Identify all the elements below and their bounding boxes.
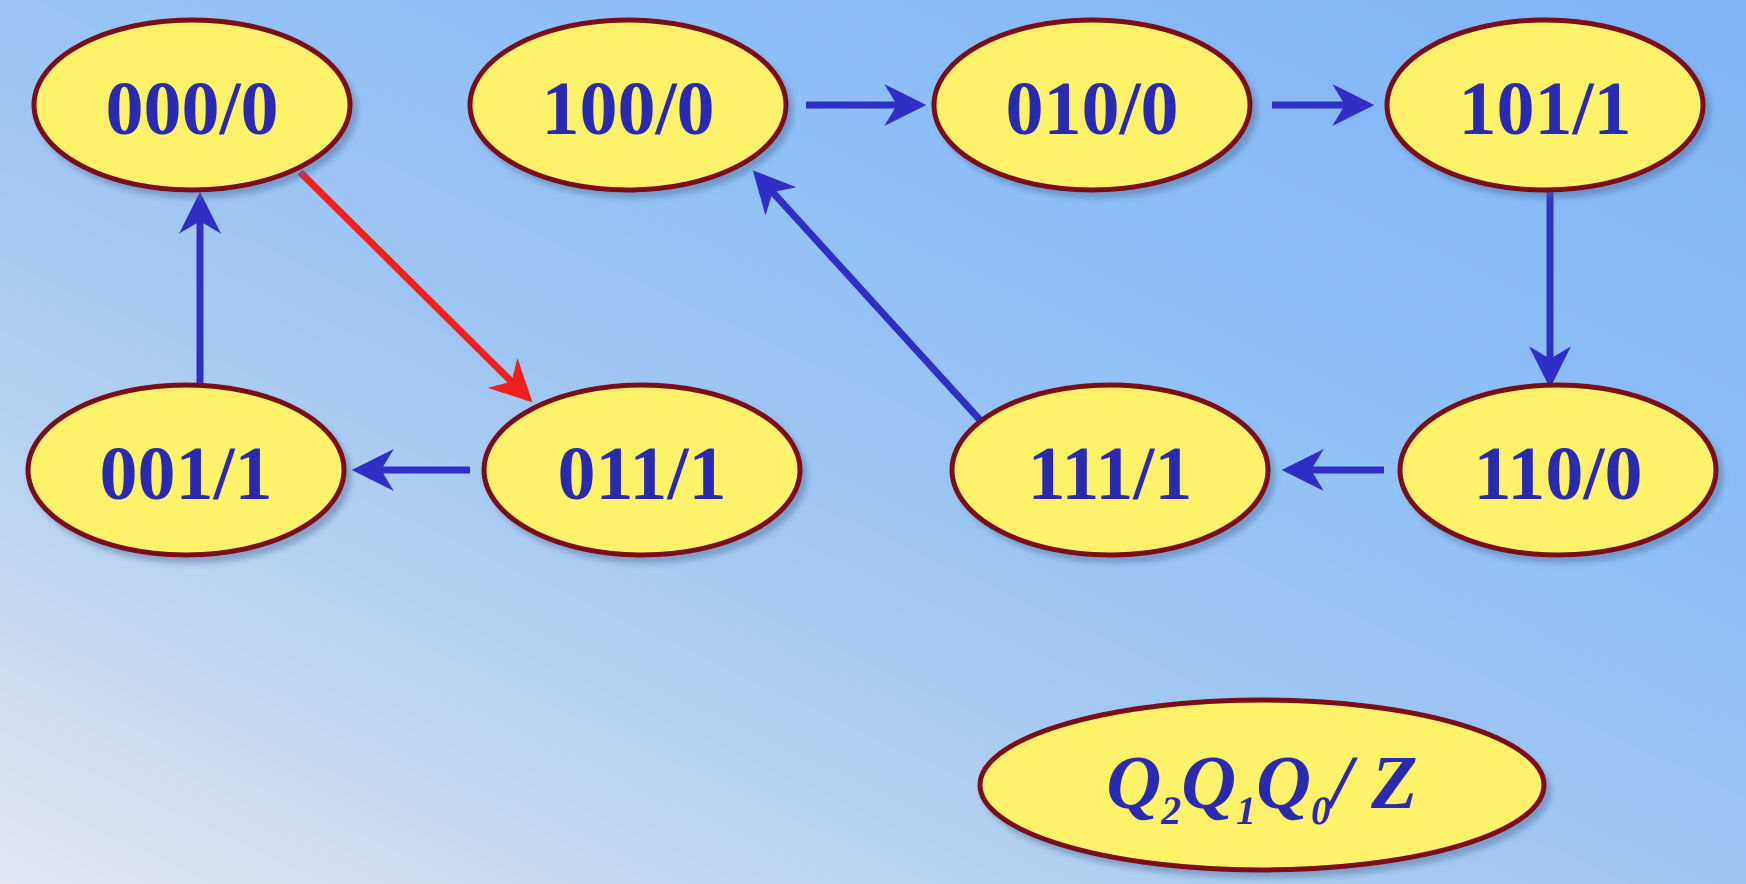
state-node-100: 100/0 (467, 17, 789, 193)
legend-separator: / (1326, 741, 1371, 825)
legend-q0: Q (1256, 741, 1311, 825)
legend-sub2: 2 (1160, 788, 1181, 833)
arrow-000-to-011 (297, 169, 533, 403)
legend-z: Z (1370, 741, 1417, 825)
state-label: 111/1 (1028, 432, 1193, 516)
state-label: 101/1 (1458, 67, 1631, 151)
state-label: 000/0 (105, 67, 278, 151)
legend-sub1: 1 (1236, 788, 1256, 833)
state-label: 110/0 (1474, 432, 1643, 516)
state-node-101: 101/1 (1384, 17, 1706, 193)
state-label: 100/0 (541, 67, 714, 151)
state-label: 001/1 (99, 432, 272, 516)
legend-q2: Q (1106, 741, 1161, 825)
legend-sub0: 0 (1311, 788, 1331, 833)
state-label: 010/0 (1005, 67, 1178, 151)
legend-q1: Q (1181, 741, 1236, 825)
state-node-001: 001/1 (25, 382, 347, 558)
state-node-000: 000/0 (31, 17, 353, 193)
state-node-111: 111/1 (949, 382, 1271, 558)
legend-label: Q2Q1Q0/ Z (1106, 741, 1417, 833)
state-node-110: 110/0 (1397, 382, 1719, 558)
state-node-011: 011/1 (481, 382, 803, 558)
state-node-010: 010/0 (931, 17, 1253, 193)
legend-node: Q2Q1Q0/ Z (977, 697, 1547, 873)
transitions (179, 84, 1571, 491)
state-label: 011/1 (558, 432, 727, 516)
arrow-111-to-100 (752, 170, 983, 423)
